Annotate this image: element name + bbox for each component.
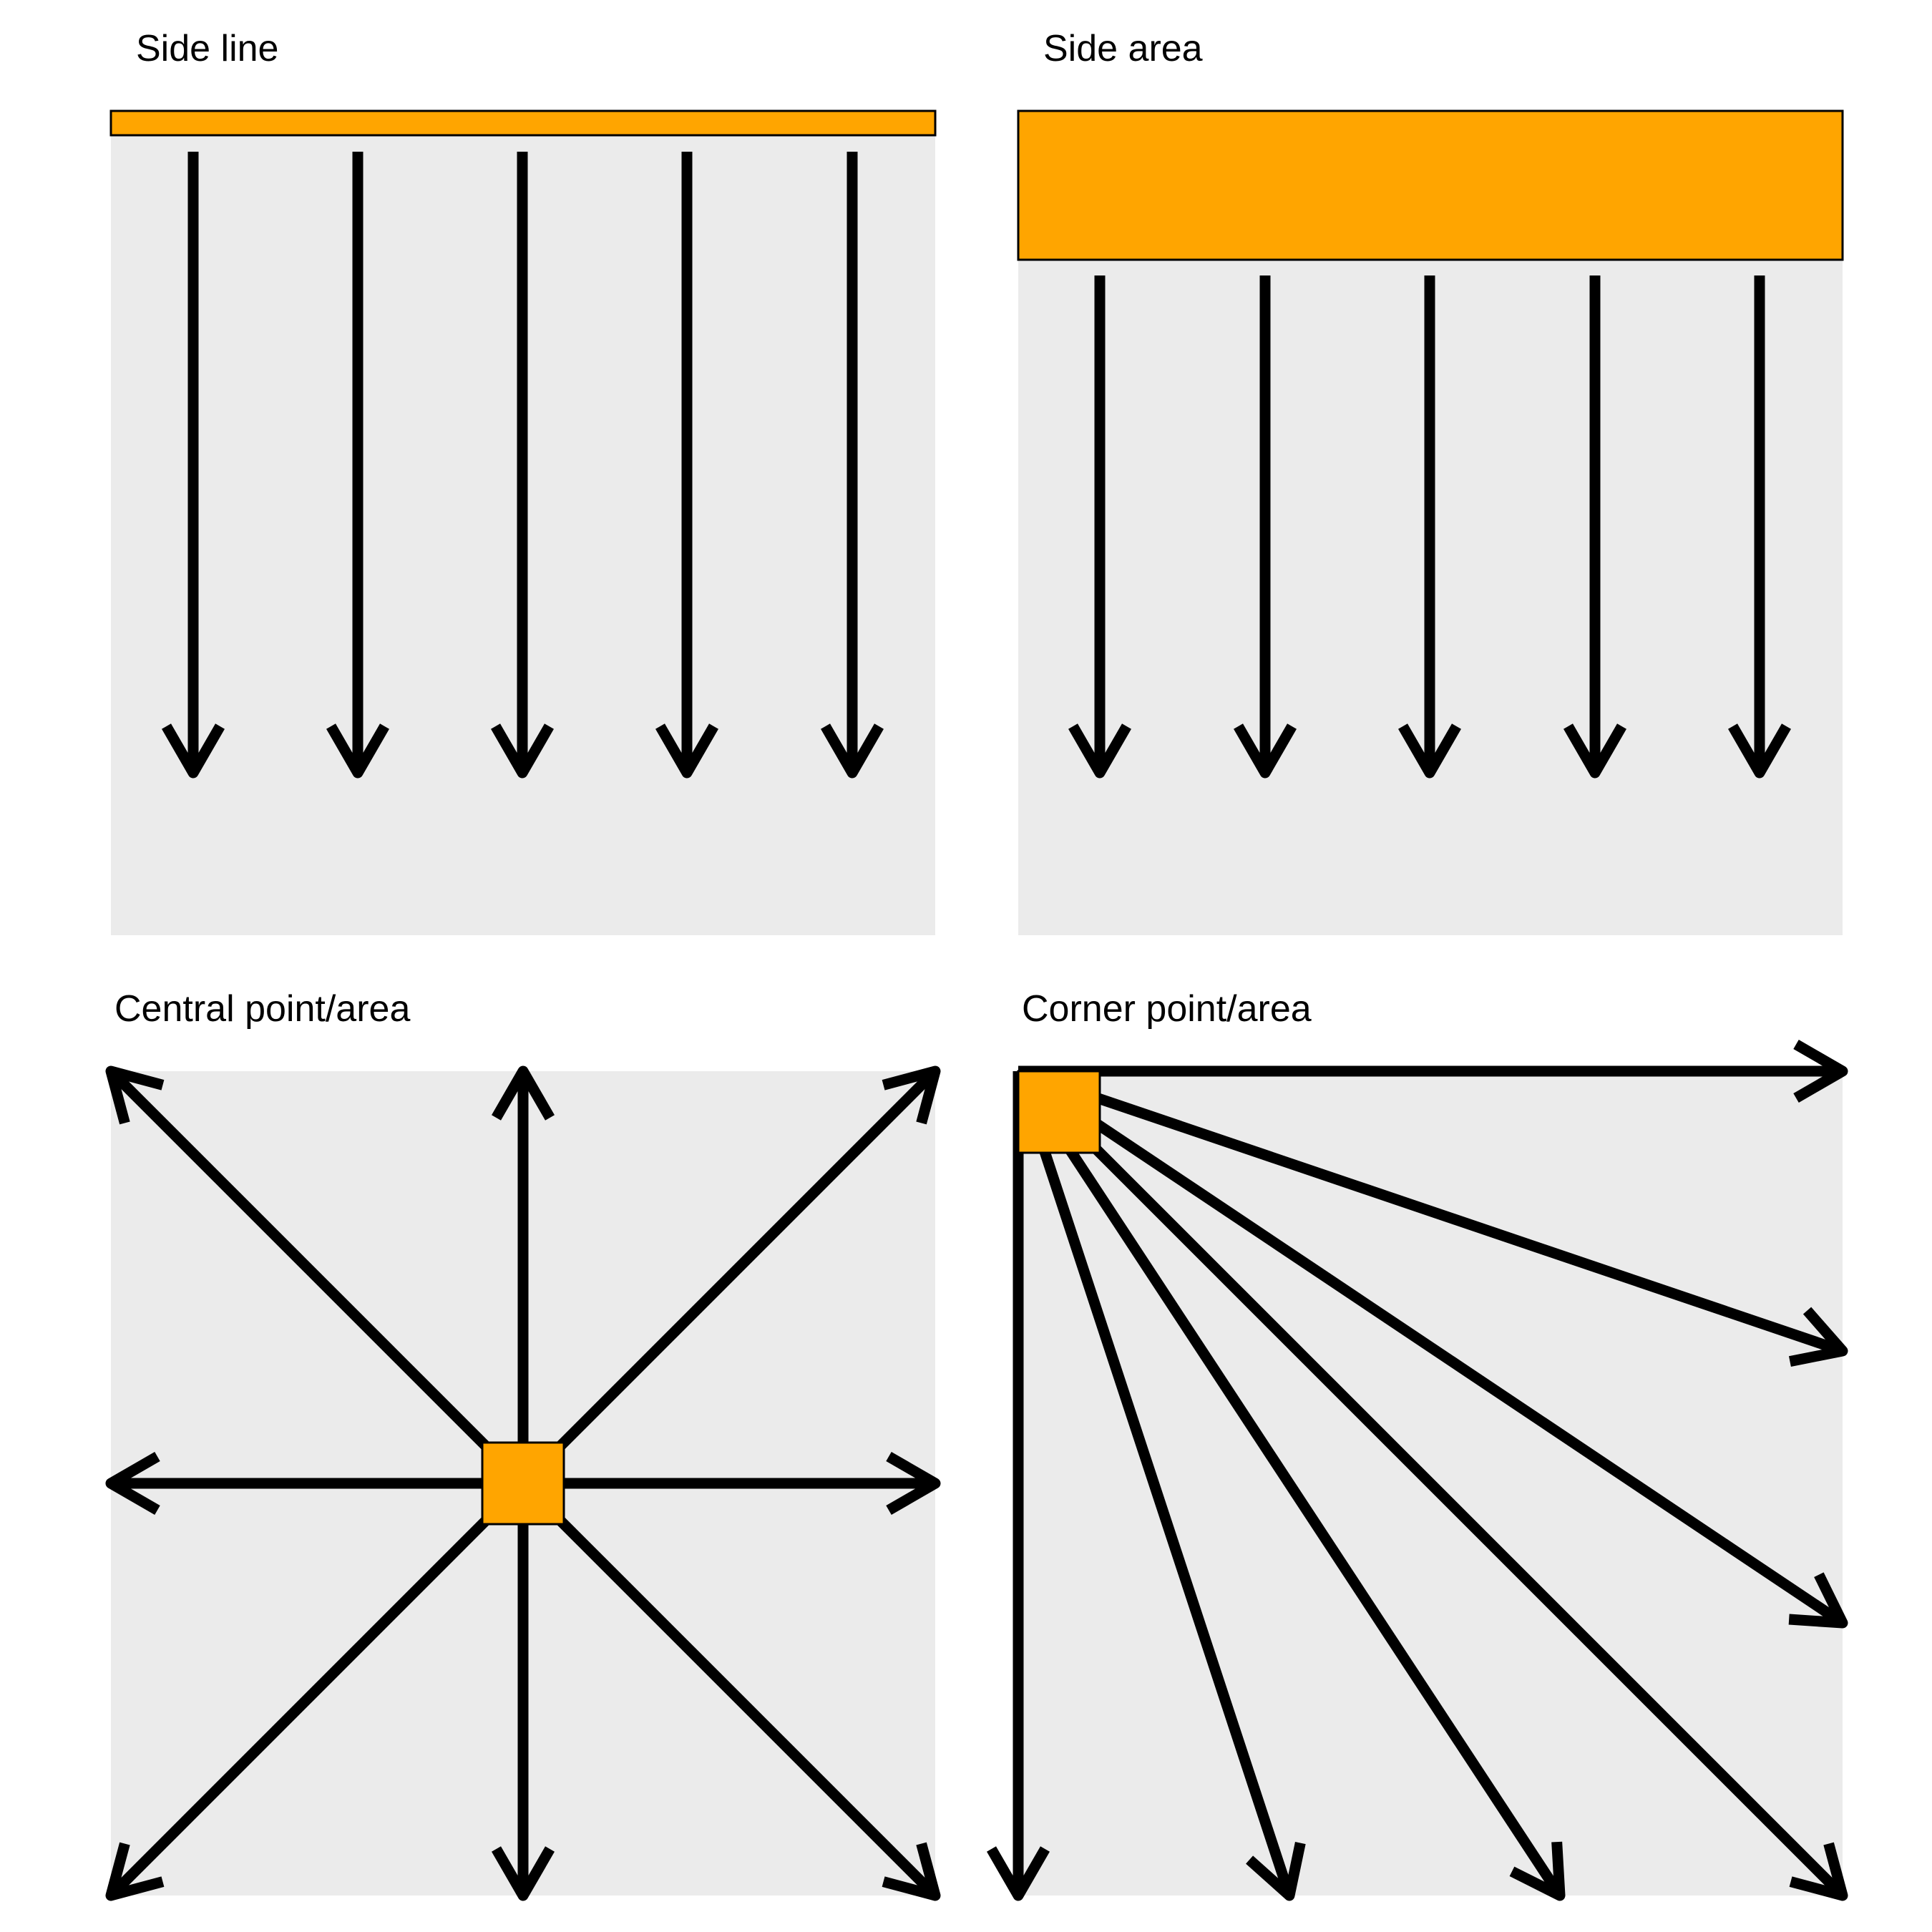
source-line <box>109 109 937 137</box>
arrow-head <box>1793 1040 1848 1103</box>
panel-side-area: Side area <box>1017 28 1844 935</box>
arrow-head <box>105 1065 165 1125</box>
arrow-head <box>1398 723 1461 779</box>
arrow-head <box>882 1065 941 1125</box>
arrow-head <box>162 723 225 779</box>
panel-title-central: Central point/area <box>114 988 410 1030</box>
arrow-head <box>886 1452 941 1515</box>
arrow-head <box>1563 723 1626 779</box>
arrow-group <box>987 1040 1848 1901</box>
arrow-head <box>105 1842 165 1901</box>
arrow-head <box>987 1846 1050 1901</box>
arrow-head <box>492 1846 555 1901</box>
arrow-group <box>1068 275 1791 779</box>
arrow-head <box>1789 1842 1848 1901</box>
arrow-shaft <box>107 1479 527 1900</box>
arrow-head <box>1246 1842 1306 1901</box>
arrow-head <box>1728 723 1791 779</box>
source-square <box>481 1441 565 1526</box>
arrow-shaft <box>519 1067 940 1488</box>
arrow-head <box>326 723 389 779</box>
arrow-shaft <box>1016 1065 1845 1357</box>
arrow-head <box>655 723 718 779</box>
arrow-head <box>1068 723 1131 779</box>
panel-title-side-line: Side line <box>136 28 278 69</box>
arrow-group <box>105 1065 941 1901</box>
arrow-head <box>1788 1307 1848 1367</box>
arrow-head <box>821 723 884 779</box>
arrow-head <box>1788 1572 1848 1629</box>
arrow-head <box>491 723 554 779</box>
arrow-shaft <box>1015 1066 1846 1628</box>
panel-side-line: Side line <box>109 28 937 935</box>
source-area <box>1017 109 1844 261</box>
arrow-shaft <box>1014 1067 1847 1900</box>
panel-title-side-area: Side area <box>1043 28 1203 69</box>
arrow-shaft <box>1013 1069 1295 1898</box>
arrow-head <box>105 1452 160 1515</box>
arrow-head <box>492 1065 555 1121</box>
panel-corner: Corner point/area <box>987 988 1848 1901</box>
arrow-head <box>1509 1841 1566 1901</box>
arrow-head <box>882 1842 941 1901</box>
panel-central: Central point/area <box>105 988 941 1901</box>
panel-title-corner: Corner point/area <box>1022 988 1312 1030</box>
arrow-shaft <box>519 1479 940 1900</box>
arrow-group <box>162 152 884 779</box>
arrow-shaft <box>107 1067 527 1488</box>
source-square <box>1017 1070 1101 1154</box>
arrow-head <box>1234 723 1297 779</box>
arrow-shaft <box>1013 1068 1565 1899</box>
